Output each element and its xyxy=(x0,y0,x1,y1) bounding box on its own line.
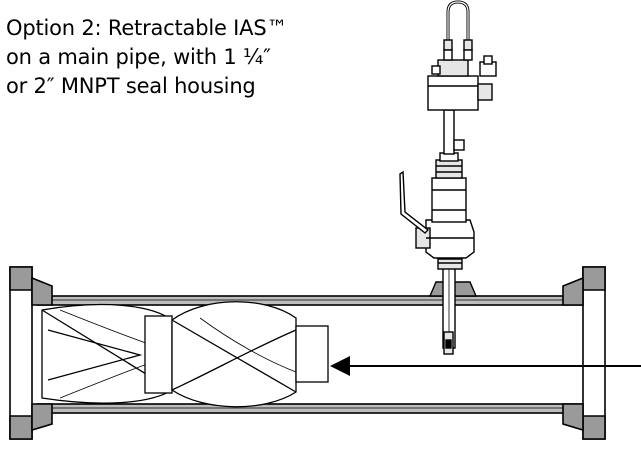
right-flange xyxy=(562,266,606,440)
static-mixer-element xyxy=(41,301,329,408)
caption-line-2: on a main pipe, with 1 ¼″ xyxy=(6,45,271,69)
seal-housing xyxy=(431,177,467,223)
left-flange xyxy=(9,266,53,440)
retraction-rod xyxy=(443,109,455,155)
pipe-bottom-wall xyxy=(36,403,584,414)
ball-valve xyxy=(425,219,475,259)
valve-handle xyxy=(399,170,430,234)
pipe-top-wall xyxy=(36,295,584,306)
actuator-head xyxy=(427,75,479,111)
caption: Option 2: Retractable IAS™ on a main pip… xyxy=(6,14,287,101)
caption-line-3: or 2″ MNPT seal housing xyxy=(6,74,256,98)
retractable-injector-assembly xyxy=(399,0,497,355)
caption-line-1: Option 2: Retractable IAS™ xyxy=(6,16,288,40)
